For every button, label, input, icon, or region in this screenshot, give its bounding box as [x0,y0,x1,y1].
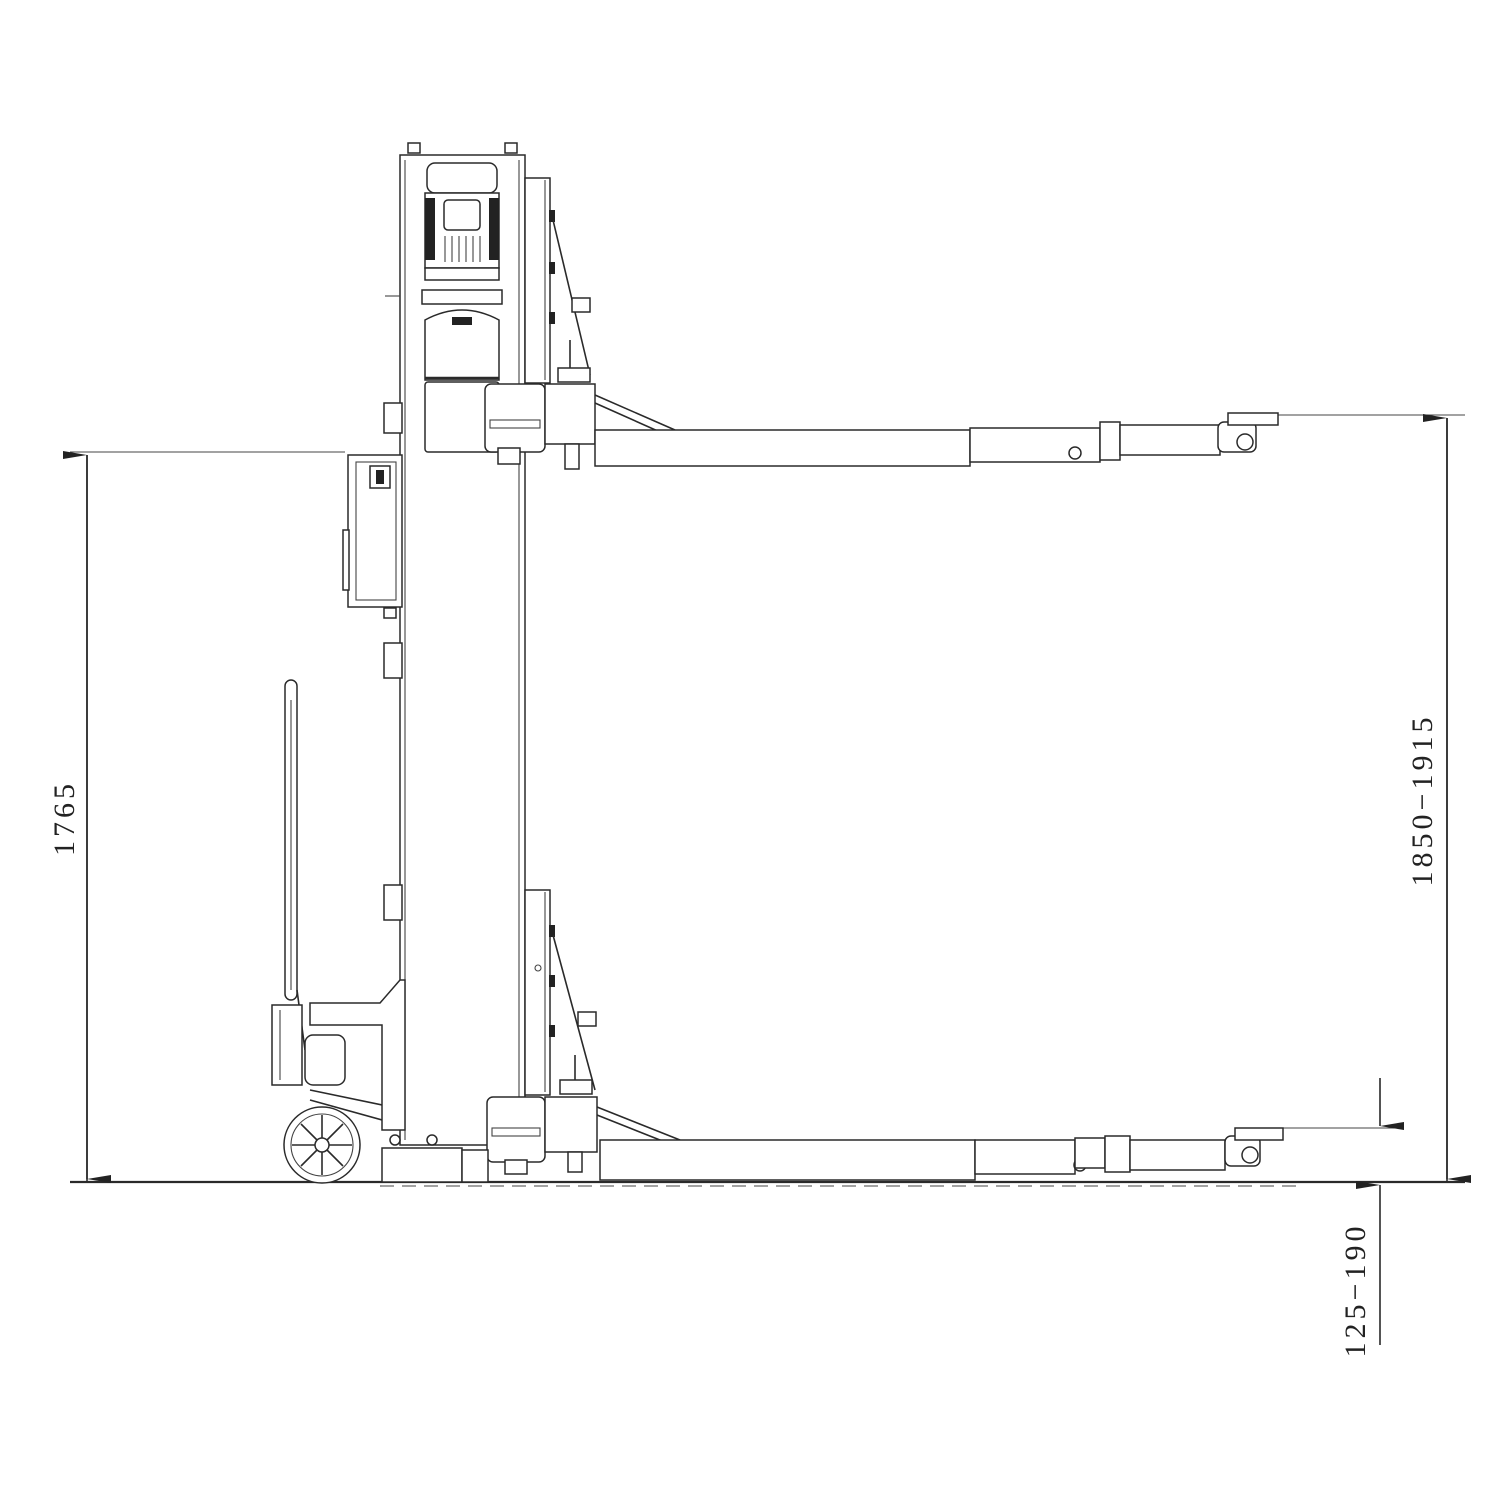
dimension-label-lift-height: 1850−1915 [1406,714,1439,887]
upper-arm [594,412,1279,467]
wheel-icon [283,1106,361,1184]
ground-line [70,1180,1465,1187]
dimension-lift-height: 1850−1915 [1250,414,1471,1183]
dimension-pad-height: 125−190 [1255,1078,1404,1358]
lower-arm [381,1127,1284,1183]
pallet-jack-handle [284,679,306,1051]
lower-carriage [486,889,681,1175]
lift-column [383,142,526,1146]
dimension-label-total-height: 1765 [48,780,81,856]
control-box [342,454,403,619]
hydraulic-pump [271,979,406,1131]
motor-unit [421,162,503,453]
dimension-total-height: 1765 [48,451,345,1183]
upper-carriage [484,177,676,470]
dimension-label-pad-height: 125−190 [1339,1223,1372,1358]
